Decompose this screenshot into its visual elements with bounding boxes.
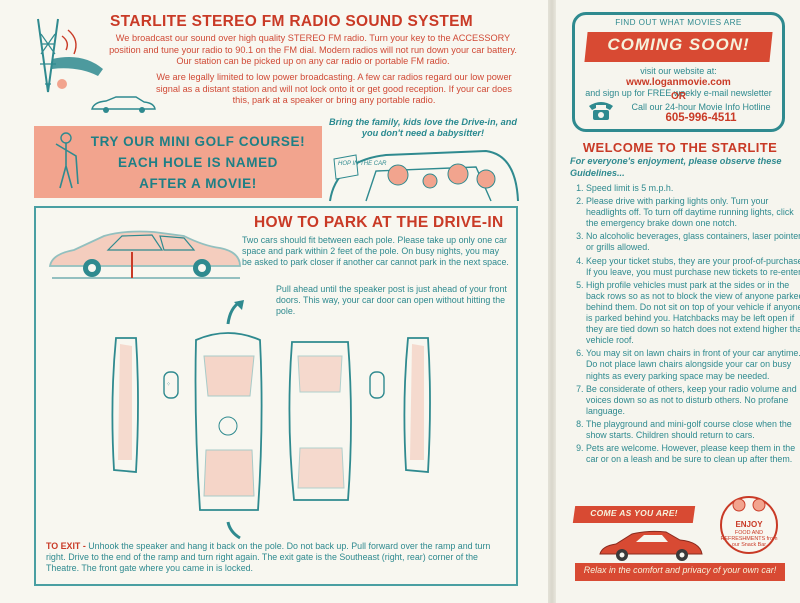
exit-instructions: TO EXIT - Unhook the speaker and hang it… xyxy=(46,541,512,575)
hotline-phone[interactable]: 605-996-4511 xyxy=(665,112,737,124)
guideline-item: Please drive with parking lights only. T… xyxy=(586,196,800,229)
golf-line-2: EACH HOLE IS NAMED xyxy=(117,155,279,170)
visit-text: visit our website at: xyxy=(640,66,717,76)
guideline-item: You may sit on lawn chairs in front of y… xyxy=(586,348,800,381)
guideline-item: Be considerate of others, keep your radi… xyxy=(586,384,800,417)
guideline-item: Speed limit is 5 m.p.h. xyxy=(586,183,800,194)
mini-golf-banner xyxy=(34,126,322,198)
website-link[interactable]: www.loganmovie.com xyxy=(626,77,731,88)
hotline-text: Call our 24-hour Movie Info Hotline xyxy=(631,102,771,112)
exit-label: TO EXIT - xyxy=(46,541,86,551)
guideline-item: Pets are welcome. However, please keep t… xyxy=(586,443,800,465)
relax-text: Relax in the comfort and privacy of your… xyxy=(583,565,777,575)
parking-title: HOW TO PARK AT THE DRIVE-IN xyxy=(254,214,504,231)
golf-line-1: TRY OUR MINI GOLF COURSE! xyxy=(90,134,306,149)
guideline-item: The playground and mini-golf course clos… xyxy=(586,419,800,441)
hop-in-sign: HOP IN THE CAR xyxy=(338,161,387,167)
parking-paragraph-1: Two cars should fit between each pole. P… xyxy=(242,235,509,267)
family-car-illustration: HOP IN THE CAR xyxy=(329,149,519,202)
parking-paragraph-2: Pull ahead until the speaker post is jus… xyxy=(276,284,507,316)
golfer-icon xyxy=(55,132,79,189)
find-out-text: FIND OUT WHAT MOVIES ARE xyxy=(615,18,742,27)
golf-line-3: AFTER A MOVIE! xyxy=(139,176,257,191)
parking-diagram: ⁘ xyxy=(111,300,431,540)
guideline-item: Keep your ticket stubs, they are your pr… xyxy=(586,256,800,278)
guideline-item: High profile vehicles must park at the s… xyxy=(586,280,800,347)
or-text: OR xyxy=(671,91,686,102)
snack-bar-emblem xyxy=(720,496,778,554)
enjoy-text: ENJOY xyxy=(735,520,763,529)
family-caption: Bring the family, kids love the Drive-in… xyxy=(328,117,518,138)
welcome-title: WELCOME TO THE STARLITE xyxy=(582,140,778,155)
svg-text:⁘: ⁘ xyxy=(166,382,171,388)
radio-tower-icon xyxy=(37,18,103,93)
radio-title: STARLITE STEREO FM RADIO SOUND SYSTEM xyxy=(110,13,474,30)
mini-golf-text: TRY OUR MINI GOLF COURSE! EACH HOLE IS N… xyxy=(74,131,322,194)
car-illustration-small xyxy=(91,96,156,113)
website-info: visit our website at: www.loganmovie.com… xyxy=(572,66,785,99)
coming-soon-text: COMING SOON! xyxy=(607,35,750,54)
radio-paragraph-1: We broadcast our sound over high quality… xyxy=(109,33,517,66)
exit-text: Unhook the speaker and hang it back on t… xyxy=(46,541,491,574)
classic-car-illustration xyxy=(599,530,703,561)
come-as-you-are-text: COME AS YOU ARE! xyxy=(590,508,678,518)
signup-text: and sign up for FREE weekly e-mail newsl… xyxy=(585,88,772,98)
guidelines-list: Speed limit is 5 m.p.h. Please drive wit… xyxy=(570,183,800,467)
guidelines-intro: For everyone's enjoyment, please observe… xyxy=(570,156,782,178)
parked-car-illustration xyxy=(48,230,241,279)
relax-banner xyxy=(575,563,785,581)
telephone-icon xyxy=(589,102,613,120)
enjoy-subtext: FOOD AND REFRESHMENTS from our Snack Bar xyxy=(720,530,778,548)
left-panel xyxy=(0,0,548,603)
hotline-info: Call our 24-hour Movie Info Hotline 605-… xyxy=(620,102,782,124)
guideline-item: No alcoholic beverages, glass containers… xyxy=(586,231,800,253)
page-fold xyxy=(548,0,556,603)
radio-paragraph-2: We are legally limited to low power broa… xyxy=(156,72,512,105)
parking-box xyxy=(34,206,518,586)
